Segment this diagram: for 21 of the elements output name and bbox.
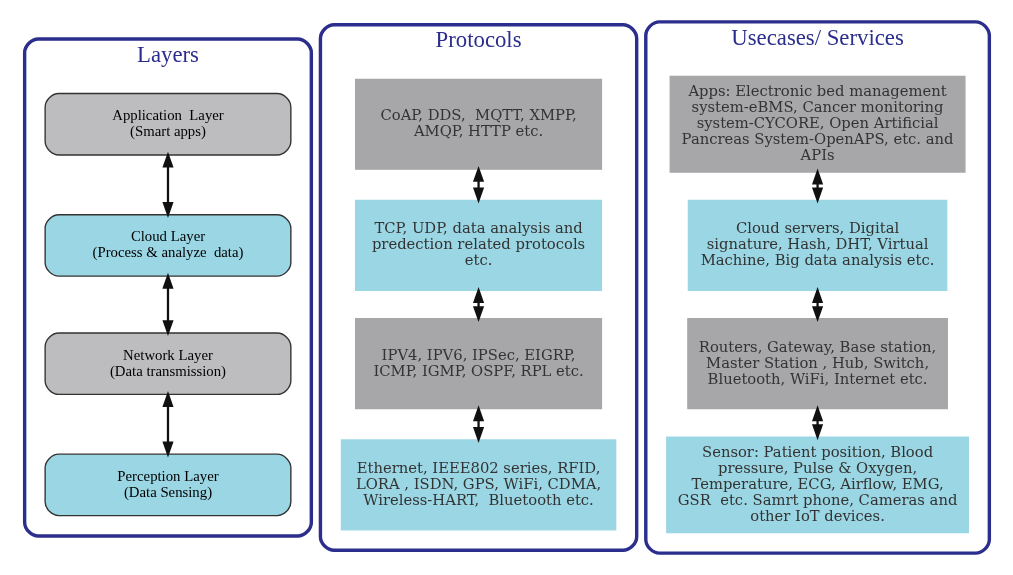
node-box: Apps: Electronic bed management system-eBMS, Cancer monitoring system-CYCORE, Open Artificial Pancreas System-OpenAPS, etc. and APIs — [669, 75, 966, 173]
node-box: Ethernet, IEEE802 series, RFID, LORA , ISDN, GPS, WiFi, CDMA, Wireless-HART, Bluetooth etc. — [340, 439, 616, 531]
node-box: TCP, UDP, data analysis and predection related protocols etc. — [354, 199, 602, 292]
node-box: Perception Layer (Data Sensing) — [43, 453, 292, 517]
node-box: Cloud Layer (Process & analyze data) — [43, 214, 292, 277]
arrow — [472, 165, 484, 204]
arrow — [811, 286, 823, 323]
node-box: Sensor: Patient position, Blood pressure, Pulse & Oxygen, Temperature, ECG, Airflow, EMG, GSR etc. Samrt phone, Cameras and other IoT devices. — [665, 436, 969, 534]
node-box: Routers, Gateway, Base station, Master Station , Hub, Switch, Bluetooth, WiFi, Internet etc. — [686, 318, 948, 410]
arrow — [161, 391, 174, 458]
arrow — [472, 286, 484, 323]
arrow — [811, 168, 823, 204]
node-box: IPV4, IPV6, IPSec, EIGRP, ICMP, IGMP, OSPF, RPL etc. — [354, 318, 602, 410]
arrow — [161, 151, 174, 218]
arrow — [161, 272, 174, 337]
node-box: Application Layer (Smart apps) — [43, 92, 292, 156]
arrow — [472, 405, 484, 444]
node-box: Cloud servers, Digital signature, Hash, DHT, Virtual Machine, Big data analysis etc. — [687, 199, 947, 292]
arrow — [811, 405, 823, 441]
node-box: Network Layer (Data transmission) — [43, 332, 292, 396]
node-box: CoAP, DDS, MQTT, XMPP, AMQP, HTTP etc. — [354, 78, 602, 170]
